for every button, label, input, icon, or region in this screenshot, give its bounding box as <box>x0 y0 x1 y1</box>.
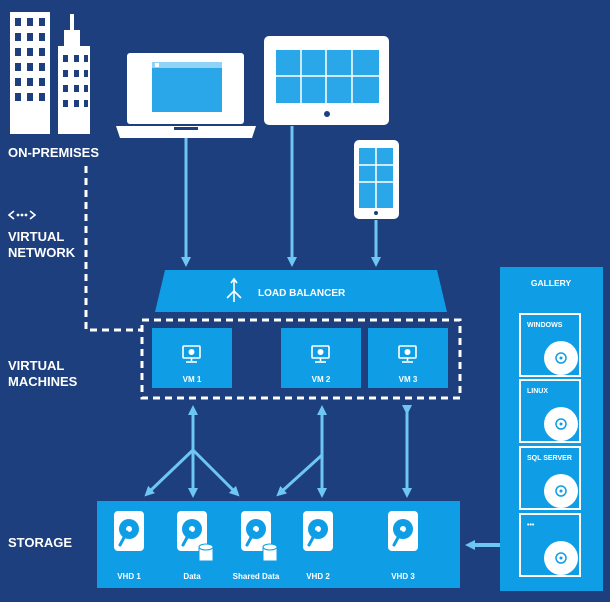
disk-list: VHD 1 Data Shared Data VHD 2 VHD 3 <box>114 511 418 581</box>
vm-group <box>140 318 462 400</box>
hard-disk-icon <box>303 511 333 551</box>
monitor-icon <box>182 345 201 363</box>
monitor-icon <box>398 345 417 363</box>
database-icon <box>262 543 278 562</box>
disk-4: VHD 3 <box>388 511 418 581</box>
load-balancer-label: LOAD BALANCER <box>258 288 346 299</box>
gallery-list: WINDOWS LINUX SQL SERVER ••• <box>519 313 581 577</box>
gallery-item-label: WINDOWS <box>527 322 563 329</box>
tablet-icon <box>264 36 389 125</box>
gallery-item-2[interactable]: SQL SERVER <box>519 446 581 510</box>
vm-1-label: VM 1 <box>183 375 202 384</box>
disk-label: VHD 3 <box>391 572 415 581</box>
storage-label: STORAGE <box>8 535 72 550</box>
vm-2-label: VM 2 <box>312 375 331 384</box>
gallery-item-0[interactable]: WINDOWS <box>519 313 581 377</box>
disk-3: VHD 2 <box>303 511 333 581</box>
gallery-item-label: LINUX <box>527 388 548 395</box>
gallery-item-label: ••• <box>527 522 535 529</box>
load-balancer-icon <box>226 277 242 302</box>
vm-storage-arrows <box>144 405 412 498</box>
database-icon <box>198 543 214 562</box>
network-icon <box>7 210 37 220</box>
virtual-network-label-2: NETWORK <box>8 245 76 260</box>
hard-disk-icon <box>544 341 578 375</box>
network-dots <box>16 213 28 217</box>
vm-3: VM 3 <box>368 328 448 388</box>
hard-disk-icon <box>544 407 578 441</box>
disk-1: Data <box>177 511 214 581</box>
device-arrows <box>181 126 381 267</box>
vm-2: VM 2 <box>281 328 361 388</box>
monitor-icon <box>311 345 330 363</box>
virtual-network-label-1: VIRTUAL <box>8 229 64 244</box>
gallery-item-3[interactable]: ••• <box>519 513 581 577</box>
phone-icon <box>354 140 399 219</box>
virtual-network-link <box>84 166 142 332</box>
hard-disk-icon <box>544 541 578 575</box>
vm-3-label: VM 3 <box>399 375 418 384</box>
on-premises-label: ON-PREMISES <box>8 145 99 160</box>
laptop-icon <box>116 53 256 138</box>
load-balancer <box>155 270 447 312</box>
virtual-machines-label-2: MACHINES <box>8 374 78 389</box>
hard-disk-icon <box>177 511 207 551</box>
gallery-label: GALLERY <box>531 278 572 288</box>
hard-disk-icon <box>114 511 144 551</box>
disk-2: Shared Data <box>233 511 280 581</box>
virtual-machines-label-1: VIRTUAL <box>8 358 64 373</box>
disk-label: Shared Data <box>233 572 280 581</box>
vm-1: VM 1 <box>152 328 232 388</box>
hard-disk-icon <box>241 511 271 551</box>
disk-label: VHD 2 <box>306 572 330 581</box>
disk-label: Data <box>183 572 201 581</box>
hard-disk-icon <box>544 474 578 508</box>
hard-disk-icon <box>388 511 418 551</box>
disk-label: VHD 1 <box>117 572 141 581</box>
building-icon <box>10 12 90 134</box>
gallery-item-label: SQL SERVER <box>527 455 572 462</box>
disk-0: VHD 1 <box>114 511 144 581</box>
gallery-item-1[interactable]: LINUX <box>519 379 581 443</box>
